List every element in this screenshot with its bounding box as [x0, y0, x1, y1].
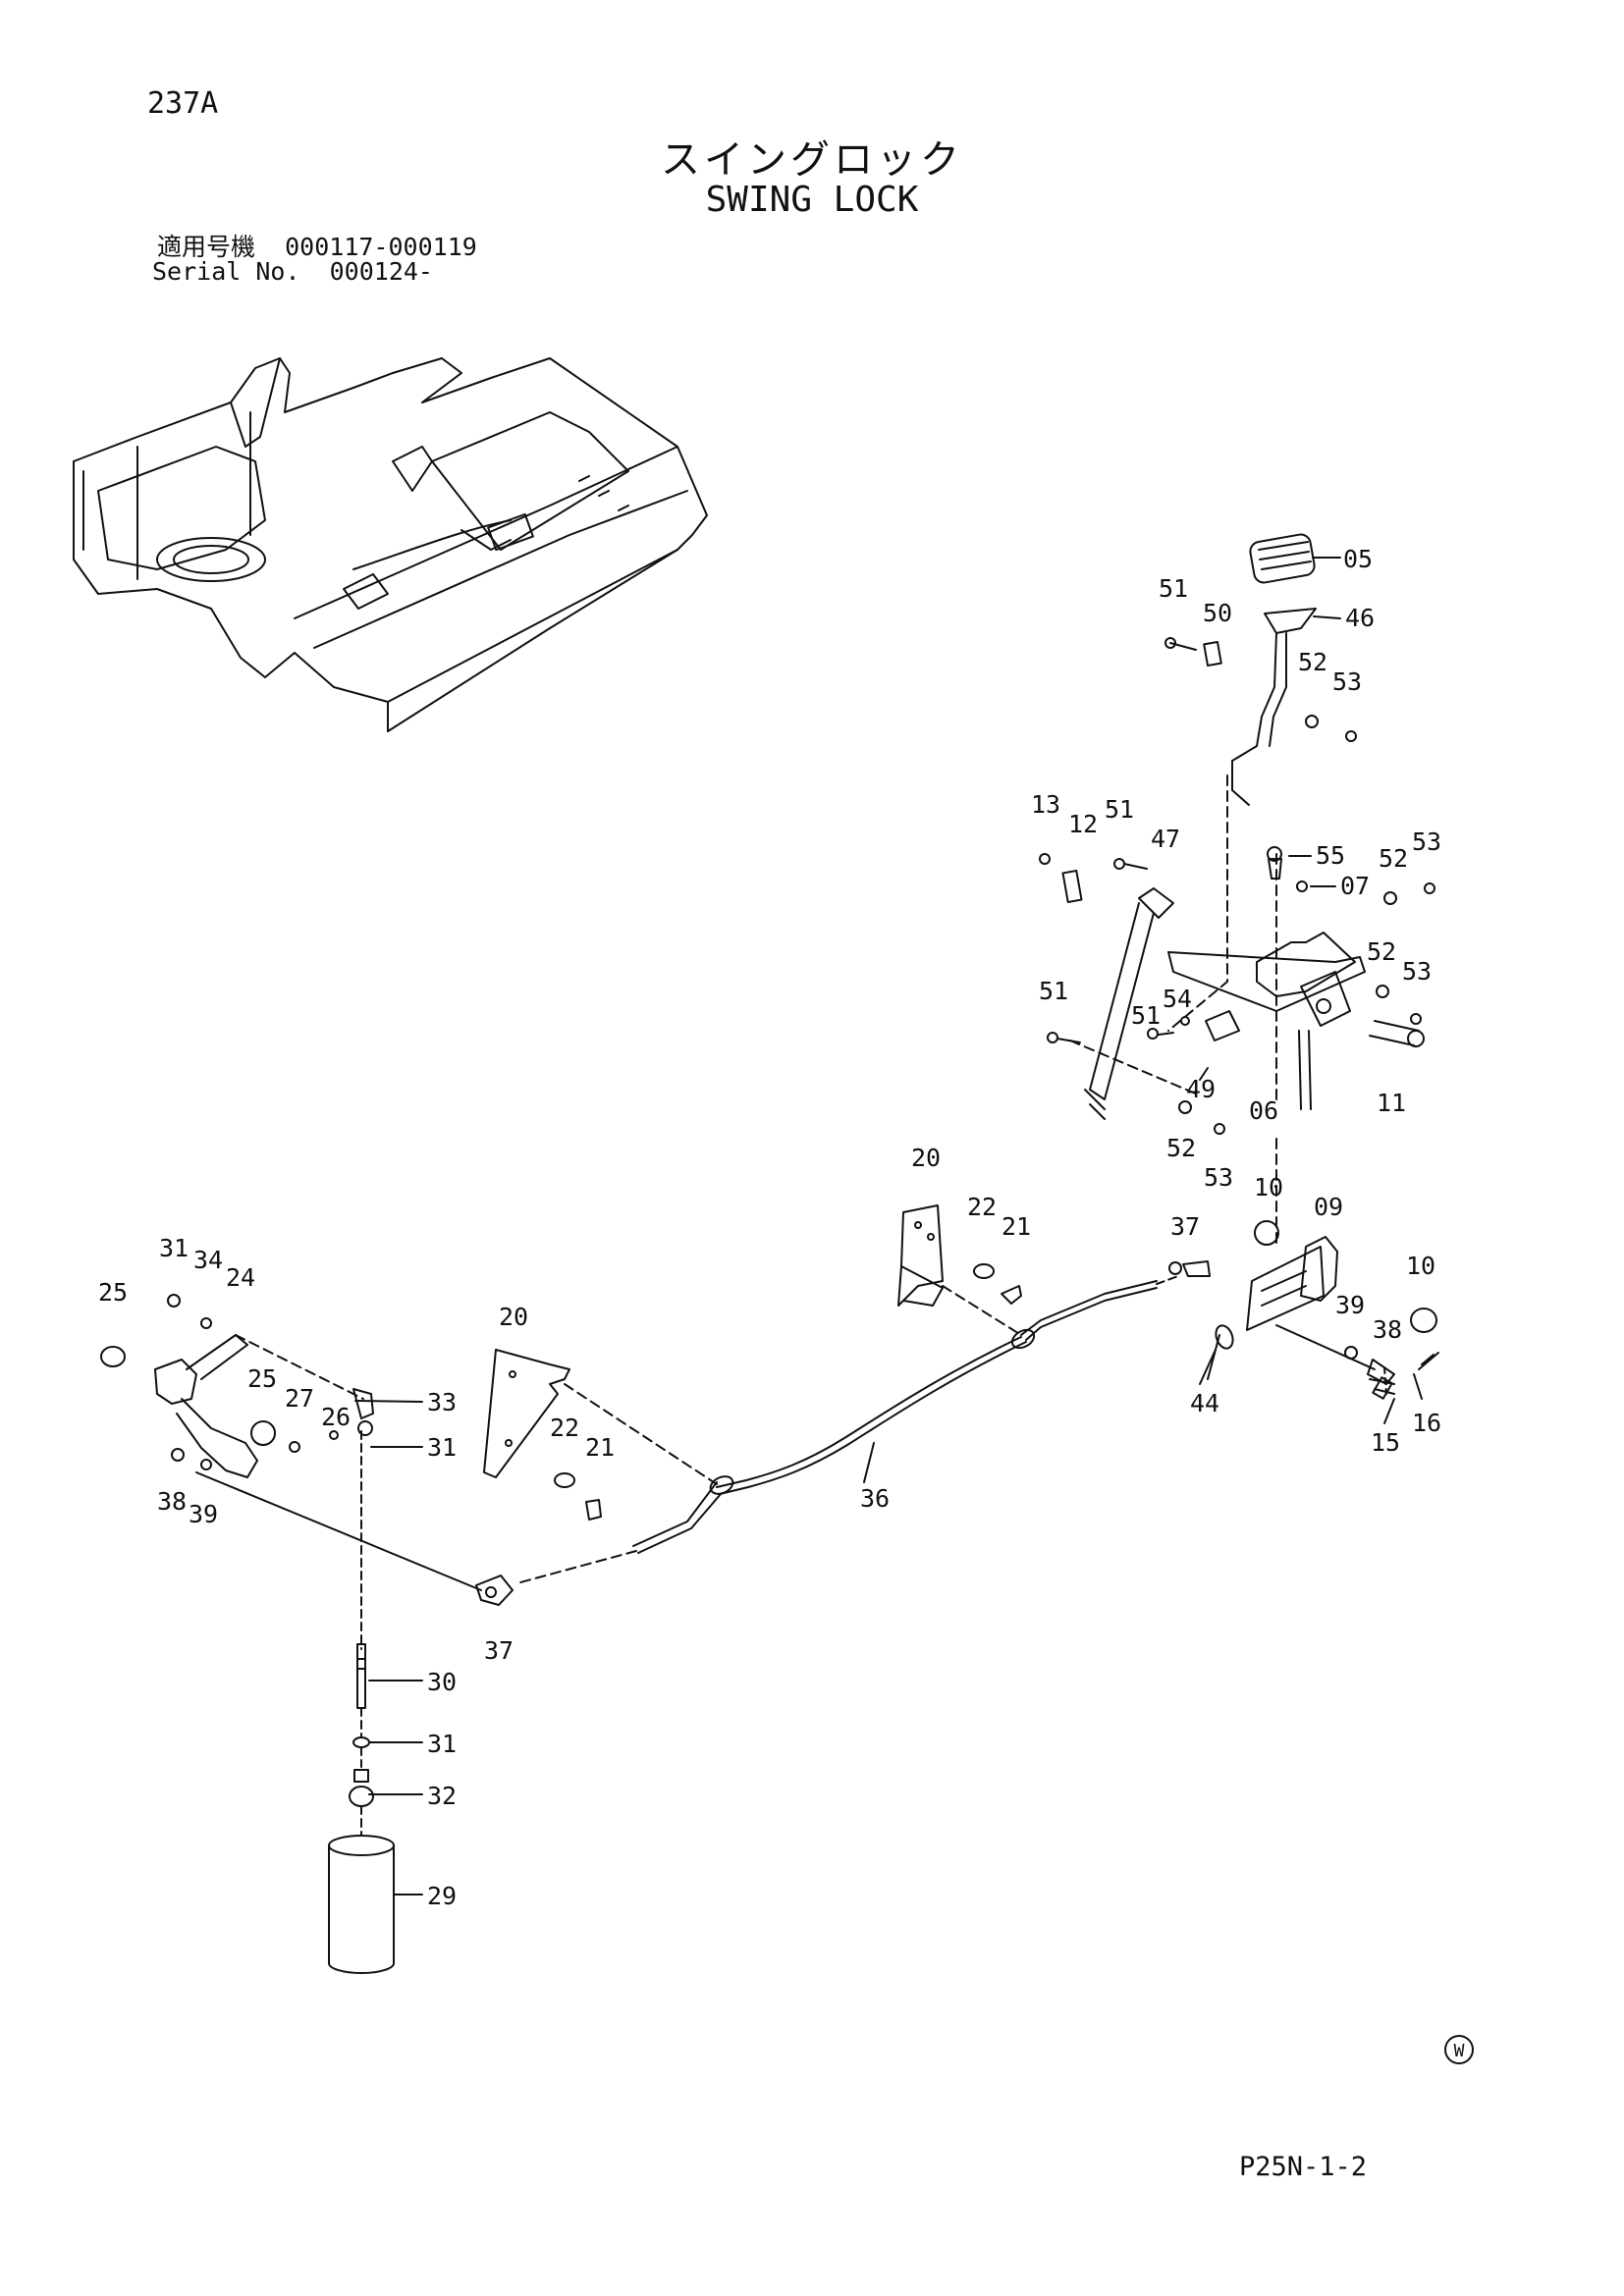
label-31: 31	[427, 1730, 457, 1758]
bracket-plate-47	[1256, 932, 1356, 997]
label-53: 53	[1204, 1163, 1233, 1192]
label-10: 10	[1254, 1173, 1283, 1201]
leader-lines	[354, 557, 1423, 1896]
bracket-12	[1061, 870, 1083, 903]
damper-29	[328, 1835, 395, 1974]
machine-frame-overview	[73, 357, 708, 732]
label-46: 46	[1345, 604, 1375, 632]
label-54: 54	[1163, 985, 1192, 1013]
document-number: 237A	[147, 86, 219, 121]
label-27: 27	[285, 1384, 314, 1413]
label-26: 26	[321, 1403, 351, 1431]
serial-label-en: Serial No.	[152, 257, 300, 286]
bracket-50	[1203, 640, 1222, 667]
label-49: 49	[1186, 1075, 1216, 1103]
label-55: 55	[1316, 841, 1345, 870]
label-24: 24	[226, 1263, 255, 1292]
label-37: 37	[484, 1636, 514, 1665]
w-mark-letter: W	[1454, 2041, 1465, 2061]
page-code: P25N-1-2	[1239, 2152, 1368, 2182]
label-52: 52	[1298, 648, 1327, 676]
label-10: 10	[1406, 1252, 1435, 1280]
label-31: 31	[159, 1234, 189, 1262]
label-39: 39	[189, 1500, 218, 1528]
label-29: 29	[427, 1882, 457, 1910]
rod-30	[356, 1643, 366, 1738]
label-52: 52	[1379, 844, 1408, 873]
label-53: 53	[1402, 957, 1432, 986]
label-38: 38	[157, 1487, 187, 1516]
rod-end-37-lower	[475, 1575, 514, 1606]
label-34: 34	[193, 1246, 223, 1274]
label-51: 51	[1039, 977, 1068, 1005]
serial-range-en: 000124-	[329, 257, 433, 286]
label-47: 47	[1151, 825, 1180, 853]
label-16: 16	[1412, 1409, 1441, 1437]
lever-24	[100, 1294, 482, 1650]
label-50: 50	[1203, 599, 1232, 627]
pedal-assembly	[1039, 533, 1435, 1248]
label-52: 52	[1367, 937, 1396, 966]
ball-joint-32	[349, 1769, 374, 1837]
label-51: 51	[1159, 574, 1188, 603]
label-12: 12	[1068, 810, 1098, 838]
label-37: 37	[1170, 1212, 1200, 1241]
part-number-labels: 05 46 51 50 52 53 13 12 51 47 55 07 52 5…	[98, 545, 1441, 1910]
swing-lock-lever	[1168, 1220, 1439, 1400]
title-english: SWING LOCK	[705, 180, 919, 220]
label-15: 15	[1371, 1428, 1400, 1457]
label-07: 07	[1340, 872, 1370, 900]
label-13: 13	[1031, 790, 1060, 819]
serial-label-jp: 適用号機	[157, 233, 256, 261]
bolt-06	[1298, 1030, 1312, 1110]
label-11: 11	[1377, 1089, 1406, 1117]
nut-31-lower	[352, 1736, 370, 1768]
label-44: 44	[1190, 1389, 1219, 1417]
label-51: 51	[1105, 795, 1134, 824]
label-09: 09	[1314, 1193, 1343, 1221]
label-22: 22	[550, 1414, 579, 1442]
label-32: 32	[427, 1782, 457, 1810]
label-25: 25	[247, 1364, 277, 1393]
label-20: 20	[911, 1144, 941, 1172]
label-53: 53	[1332, 667, 1362, 696]
serial-range-jp: 000117-000119	[285, 233, 477, 261]
label-38: 38	[1373, 1315, 1402, 1344]
label-05: 05	[1343, 545, 1373, 573]
label-22: 22	[967, 1193, 997, 1221]
label-20: 20	[499, 1303, 528, 1331]
bracket-20-lower	[483, 1349, 718, 1521]
label-33: 33	[427, 1388, 457, 1416]
label-36: 36	[860, 1484, 890, 1513]
label-39: 39	[1335, 1291, 1365, 1319]
label-30: 30	[427, 1668, 457, 1696]
serial-line-english: Serial No. 000124-	[152, 257, 433, 286]
cable-36	[519, 1275, 1179, 1583]
label-21: 21	[1001, 1212, 1031, 1241]
label-31: 31	[427, 1433, 457, 1462]
serial-line-japanese: 適用号機 000117-000119	[157, 228, 477, 263]
label-06: 06	[1249, 1096, 1278, 1125]
title-japanese: スイングロック	[661, 137, 963, 183]
label-53: 53	[1412, 828, 1441, 856]
bracket-49	[1205, 1010, 1240, 1041]
label-51: 51	[1131, 1001, 1161, 1030]
bracket-20-upper	[897, 1204, 1022, 1336]
label-52: 52	[1166, 1134, 1196, 1162]
w-mark: W	[1444, 2035, 1474, 2064]
pedal-pad	[1249, 533, 1316, 584]
label-25: 25	[98, 1278, 128, 1307]
label-21: 21	[585, 1433, 615, 1462]
